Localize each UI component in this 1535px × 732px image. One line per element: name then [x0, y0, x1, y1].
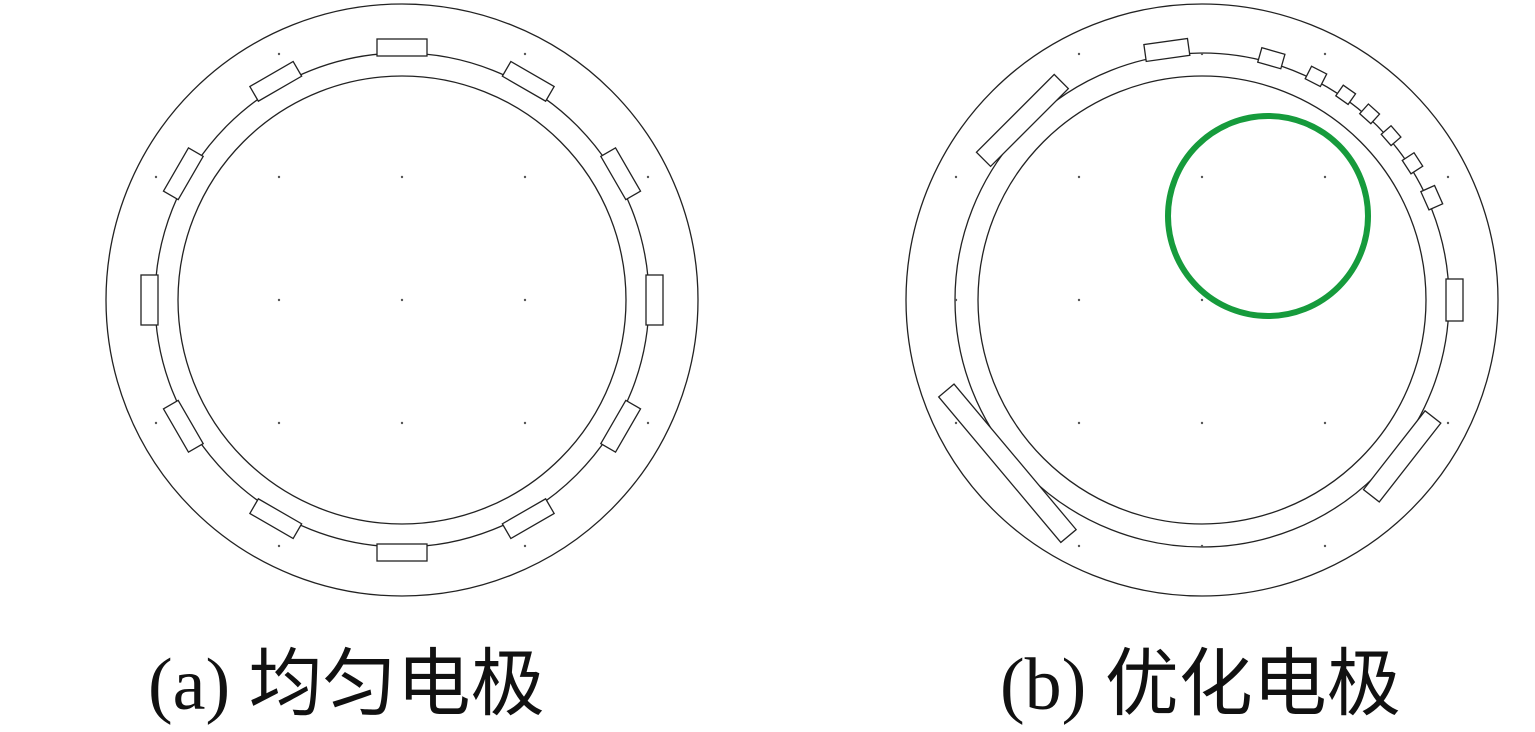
panel-b-grid-dot — [1323, 52, 1327, 56]
panel-b-grid-dot — [954, 175, 958, 179]
panel-a-grid-dot — [646, 175, 650, 179]
panel-b-outer-ring — [905, 3, 1499, 597]
panel-b-grid-dot — [1323, 175, 1327, 179]
optimized-electrode — [1380, 124, 1402, 147]
uniform-electrode — [599, 146, 642, 201]
uniform-electrode — [140, 274, 159, 326]
panel-a-grid-dot — [523, 544, 527, 548]
panel-b-grid-dot — [1446, 421, 1450, 425]
panel-b-grid-dot — [1077, 544, 1081, 548]
panel-a-grid-dot — [277, 544, 281, 548]
uniform-electrode — [162, 399, 205, 454]
panel-a-grid-dot — [523, 421, 527, 425]
optimized-electrode — [975, 73, 1070, 168]
panel-a-grid-dot — [646, 421, 650, 425]
panel-b-inner-ring — [977, 75, 1427, 525]
panel-a-grid-dot — [277, 175, 281, 179]
panel-a-outer-ring — [105, 3, 699, 597]
panel-optimized-electrodes — [905, 3, 1499, 597]
panel-b-grid-dot — [1323, 544, 1327, 548]
panel-a-grid-dot — [400, 421, 404, 425]
panel-a-grid-dot — [523, 298, 527, 302]
uniform-electrode — [248, 60, 303, 103]
panel-b-grid-dot — [1077, 52, 1081, 56]
panel-a-grid-dot — [523, 52, 527, 56]
optimized-electrode — [937, 383, 1078, 544]
optimized-electrode — [1419, 184, 1444, 211]
optimized-electrode — [1358, 103, 1381, 125]
optimized-electrode — [1304, 65, 1328, 88]
uniform-electrode — [599, 399, 642, 454]
uniform-electrode — [376, 38, 428, 57]
uniform-electrode — [248, 497, 303, 540]
caption-optimized-electrodes: (b) 优化电极 — [1000, 644, 1401, 726]
uniform-electrode — [162, 146, 205, 201]
caption-uniform-electrodes: (a) 均匀电极 — [148, 644, 545, 726]
optimized-electrode — [1401, 151, 1424, 175]
uniform-electrode — [501, 497, 556, 540]
panel-b-grid-dot — [1200, 544, 1204, 548]
panel-a-grid-dot — [277, 298, 281, 302]
panel-b-grid-dot — [1446, 175, 1450, 179]
panel-a-grid-dot — [400, 175, 404, 179]
panel-b-grid-dot — [1200, 298, 1204, 302]
panel-b-grid-dot — [1077, 421, 1081, 425]
optimized-electrode — [1362, 409, 1442, 503]
highlight-circle — [1165, 113, 1371, 319]
panel-b-grid-dot — [1077, 298, 1081, 302]
panel-a-grid-dot — [400, 298, 404, 302]
uniform-electrode — [501, 60, 556, 103]
panel-a-grid-dot — [277, 421, 281, 425]
panel-b-grid-dot — [1200, 175, 1204, 179]
panel-uniform-electrodes — [105, 3, 699, 597]
panel-b-grid-dot — [1200, 52, 1204, 56]
panel-a-grid-dot — [523, 175, 527, 179]
optimized-electrode — [1445, 278, 1464, 322]
panel-b-grid-dot — [1323, 421, 1327, 425]
optimized-electrode — [1256, 46, 1286, 70]
panel-a-grid-dot — [277, 52, 281, 56]
panel-a-grid-dot — [154, 175, 158, 179]
panel-b-grid-dot — [1077, 175, 1081, 179]
panel-a-grid-dot — [154, 421, 158, 425]
panel-b-grid-dot — [954, 421, 958, 425]
panel-b-grid-dot — [1200, 421, 1204, 425]
panel-b-grid-dot — [954, 298, 958, 302]
uniform-electrode — [645, 274, 664, 326]
panel-a-inner-ring — [177, 75, 627, 525]
uniform-electrode — [376, 543, 428, 562]
optimized-electrode — [1143, 37, 1191, 63]
optimized-electrode — [1334, 84, 1357, 106]
